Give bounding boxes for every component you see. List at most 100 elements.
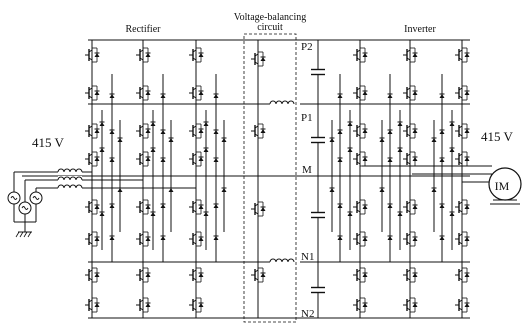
ac-source-icon [29,191,43,205]
node-label-m: M [302,164,312,176]
igbt-switch-icon [353,196,368,218]
voltage-balancing-label-line2: circuit [257,22,283,33]
diode-icon [431,187,437,192]
diode-icon [213,129,219,134]
igbt-switch-icon [403,228,418,250]
inverter-label: Inverter [404,24,436,35]
inductor-icon [269,100,295,105]
diode-icon [213,157,219,162]
diode-icon [387,157,393,162]
diode-icon [160,157,166,162]
diode-icon [337,235,343,240]
igbt-switch-icon [455,44,470,66]
rectifier-label: Rectifier [126,24,162,35]
inductor-icon [57,184,83,189]
motor-label: IM [495,179,510,193]
diode-icon [203,211,209,216]
diode-icon [99,121,105,126]
diode-icon [213,203,219,208]
igbt-switch-icon [85,196,100,218]
node-label-n1: N1 [301,251,314,263]
igbt-switch-icon [403,264,418,286]
diode-icon [203,121,209,126]
igbt-switch-icon [85,148,100,170]
igbt-switch-icon [136,228,151,250]
diode-icon [99,147,105,152]
igbt-switch-icon [353,82,368,104]
diode-icon [109,93,115,98]
igbt-switch-icon [251,118,266,144]
diode-icon [337,157,343,162]
diode-icon [109,235,115,240]
diode-icon [168,187,174,192]
ac-source-icon [18,201,32,215]
diode-icon [439,157,445,162]
igbt-switch-icon [189,148,204,170]
output-voltage-label: 415 V [481,129,514,144]
diode-icon [337,93,343,98]
node-label-p1: P1 [301,112,313,124]
diode-icon [150,211,156,216]
diode-icon [449,121,455,126]
diode-icon [329,137,335,142]
capacitor-icon [310,68,326,76]
diode-icon [213,93,219,98]
igbt-switch-icon [189,196,204,218]
inductor-icon [269,258,295,263]
diode-icon [387,129,393,134]
diode-icon [439,203,445,208]
igbt-switch-icon [85,82,100,104]
inductor-icon [57,176,83,181]
igbt-switch-icon [136,120,151,142]
igbt-switch-icon [136,196,151,218]
igbt-switch-icon [251,196,266,222]
igbt-switch-icon [353,264,368,286]
diode-icon [439,93,445,98]
diode-icon [221,137,227,142]
diode-icon [347,147,353,152]
igbt-switch-icon [136,294,151,316]
igbt-switch-icon [136,148,151,170]
diode-icon [221,187,227,192]
diode-icon [160,203,166,208]
diode-icon [449,147,455,152]
igbt-switch-icon [251,262,266,288]
igbt-switch-icon [136,44,151,66]
diode-icon [160,129,166,134]
voltage-balancing-box [243,33,297,323]
diode-icon [109,129,115,134]
igbt-switch-icon [189,264,204,286]
igbt-switch-icon [455,264,470,286]
voltage-balancing-label-line1: Voltage-balancing [234,12,307,23]
diode-icon [387,235,393,240]
igbt-switch-icon [403,196,418,218]
diode-icon [431,137,437,142]
inductor-icon [57,168,83,173]
igbt-switch-icon [189,82,204,104]
diode-icon [387,203,393,208]
igbt-switch-icon [85,44,100,66]
ac-source-icon [7,191,21,205]
diode-icon [379,137,385,142]
diode-icon [109,203,115,208]
igbt-switch-icon [455,294,470,316]
capacitor-icon [310,136,326,144]
igbt-switch-icon [353,148,368,170]
igbt-switch-icon [189,228,204,250]
igbt-switch-icon [85,120,100,142]
diode-icon [337,129,343,134]
wiring [13,39,492,319]
diode-icon [397,211,403,216]
igbt-switch-icon [455,120,470,142]
diode-icon [117,137,123,142]
igbt-switch-icon [251,46,266,72]
components [7,44,522,316]
diode-icon [347,121,353,126]
diode-icon [160,93,166,98]
igbt-switch-icon [189,120,204,142]
igbt-switch-icon [85,228,100,250]
induction-motor-icon [488,167,522,205]
igbt-switch-icon [353,228,368,250]
igbt-switch-icon [136,264,151,286]
